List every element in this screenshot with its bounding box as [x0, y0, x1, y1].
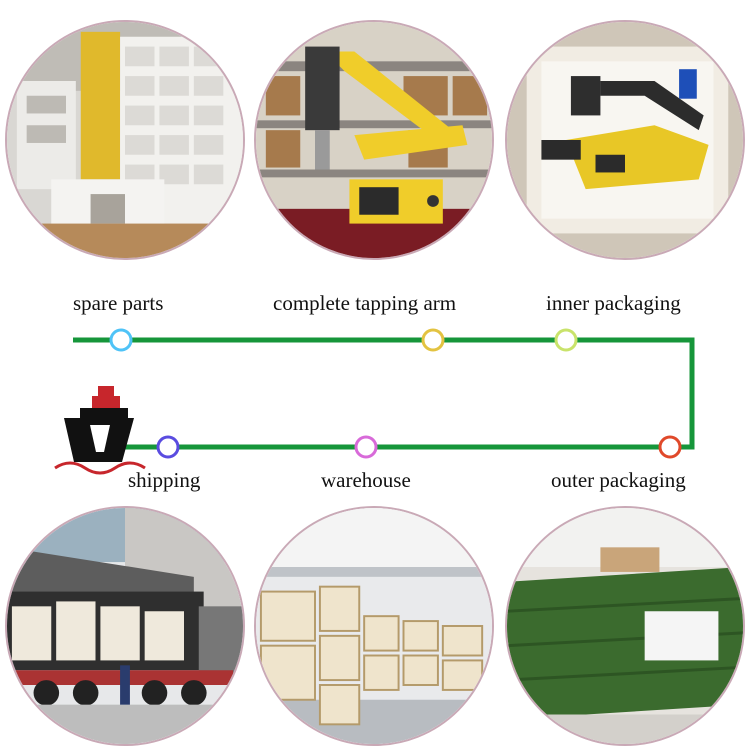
node-inner-packaging	[554, 328, 578, 352]
photo-warehouse	[254, 506, 494, 746]
label-complete-tapping-arm: complete tapping arm	[273, 291, 457, 315]
photo-inner-packaging	[505, 20, 745, 260]
label-spare-parts: spare parts	[73, 291, 164, 315]
node-complete-arm	[421, 328, 445, 352]
node-spare-parts	[109, 328, 133, 352]
label-outer-packaging: outer packaging	[551, 468, 686, 492]
outer-packaging-image	[507, 508, 743, 744]
label-inner-packaging: inner packaging	[546, 291, 681, 315]
photo-outer-packaging	[505, 506, 745, 746]
node-outer-packaging	[658, 435, 682, 459]
node-warehouse	[354, 435, 378, 459]
ship-icon	[54, 386, 146, 475]
node-shipping	[156, 435, 180, 459]
inner-packaging-image	[507, 22, 743, 258]
label-warehouse: warehouse	[321, 468, 411, 492]
photo-tapping-arm	[254, 20, 494, 260]
photo-shipping	[5, 506, 245, 746]
tapping-arm-image	[256, 22, 492, 258]
warehouse-image	[256, 508, 492, 744]
shipping-image	[7, 508, 243, 744]
spare-parts-image	[7, 22, 243, 258]
label-shipping: shipping	[128, 468, 201, 492]
photo-spare-parts	[5, 20, 245, 260]
